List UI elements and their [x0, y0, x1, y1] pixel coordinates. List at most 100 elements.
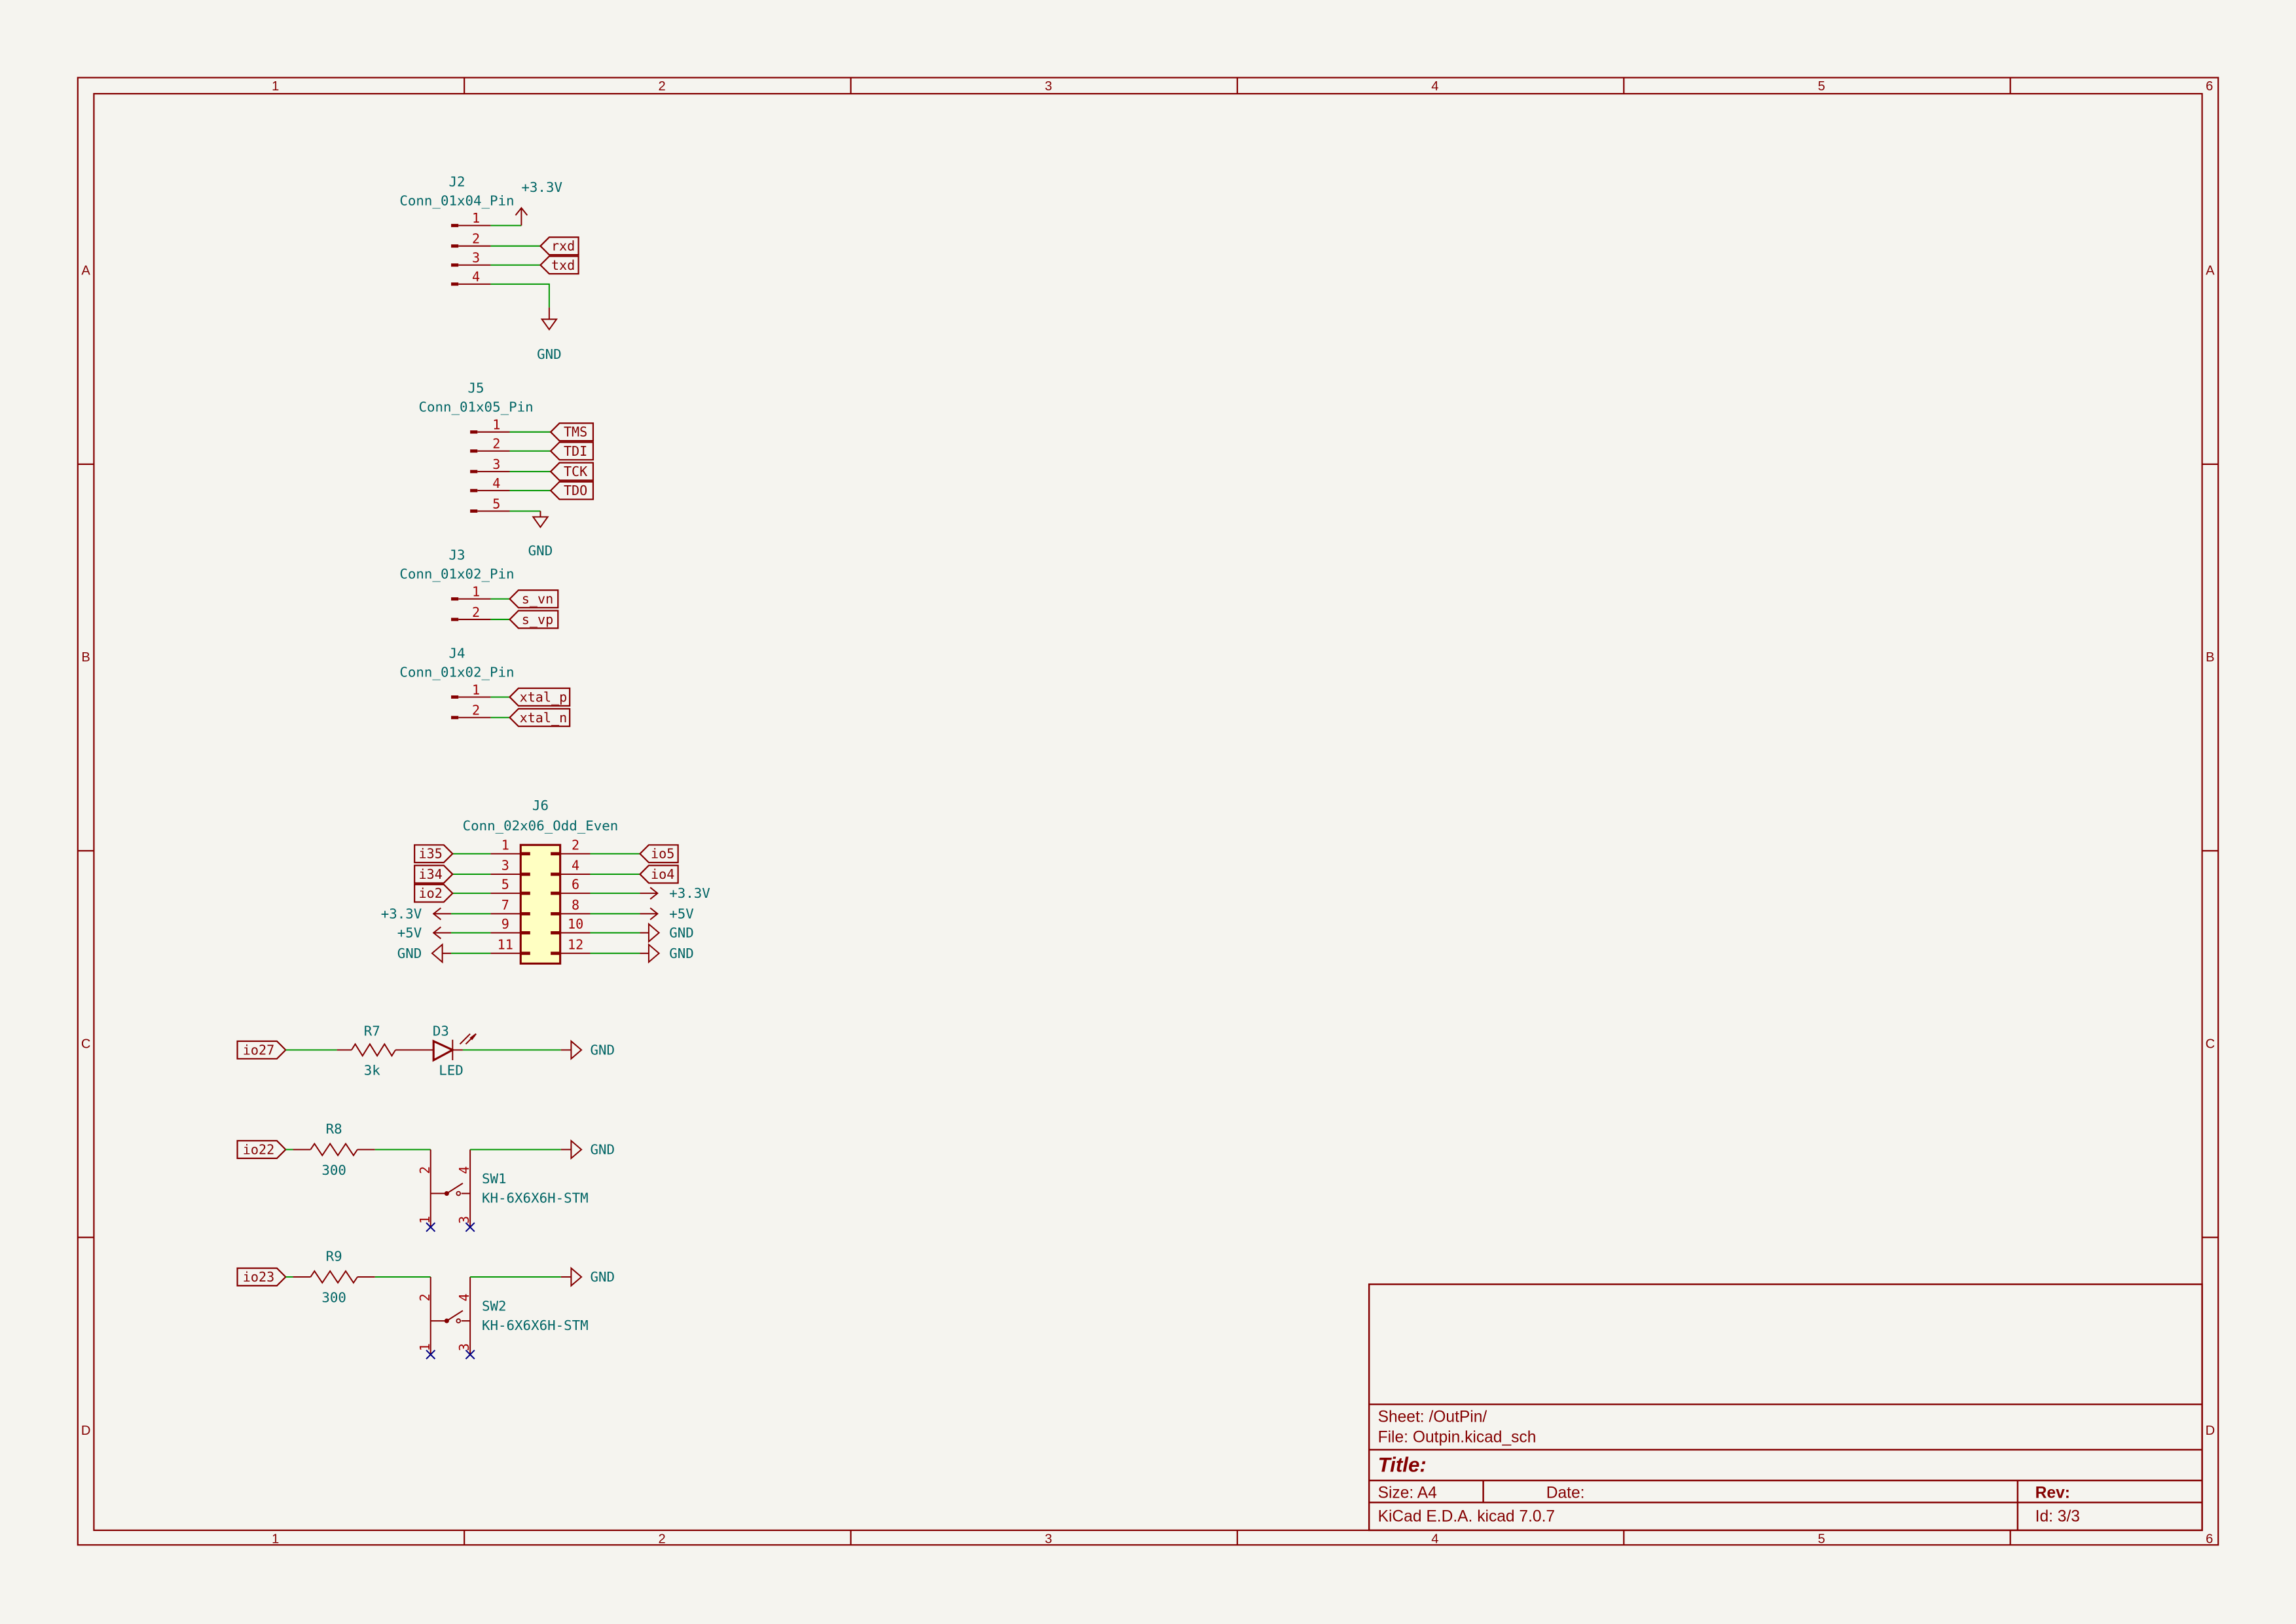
led-light-arrow — [469, 1033, 477, 1041]
row-label: C — [2206, 1037, 2215, 1051]
column-label: 5 — [1818, 79, 1825, 94]
switch-contact — [456, 1318, 462, 1323]
led-icon — [432, 1039, 455, 1062]
pin-number: 3 — [501, 858, 509, 874]
resistor-icon — [351, 1043, 396, 1058]
pin-number: 11 — [498, 936, 513, 952]
resistor-icon — [310, 1270, 358, 1284]
title-block: Sheet: /OutPin/ File: Outpin.kicad_sch T… — [1368, 1283, 2203, 1532]
tool-version: KiCad E.D.A. kicad 7.0.7 — [1378, 1507, 1556, 1525]
global-label — [236, 1139, 287, 1159]
pin-number: 2 — [572, 837, 579, 853]
gnd-symbol-icon — [570, 1039, 583, 1060]
pin-number: 2 — [417, 1166, 433, 1174]
pin-number: 2 — [472, 604, 480, 620]
date-label: Date: — [1546, 1485, 1585, 1502]
value-r8: 300 — [321, 1162, 346, 1178]
global-label-text: i34 — [419, 866, 443, 882]
gnd-label: GND — [590, 1042, 615, 1058]
global-label-text: TMS — [564, 424, 587, 440]
value-sw1: KH-6X6X6H-STM — [482, 1190, 589, 1206]
global-label — [508, 589, 559, 609]
pin-number: 2 — [492, 436, 500, 452]
pin-number: 1 — [501, 837, 509, 853]
ref-sw1: SW1 — [482, 1171, 507, 1187]
pin-number: 2 — [472, 231, 480, 247]
pin-number: 4 — [492, 475, 500, 491]
global-label-text: io27 — [243, 1042, 274, 1058]
gnd-label: GND — [669, 925, 694, 940]
value-r7: 3k — [364, 1063, 381, 1079]
column-label: 3 — [1045, 79, 1052, 94]
gnd-symbol-icon — [647, 943, 661, 964]
global-label-text: txd — [551, 257, 575, 273]
file-name: File: Outpin.kicad_sch — [1378, 1429, 1537, 1447]
gnd-symbol-icon — [647, 922, 661, 944]
gnd-label: GND — [590, 1141, 615, 1157]
value-j3: Conn_01x02_Pin — [399, 566, 514, 582]
sheet-id: Id: 3/3 — [2035, 1507, 2080, 1525]
power-arrow-icon — [432, 907, 442, 921]
pin-number: 3 — [472, 250, 480, 266]
pin-number: 3 — [492, 456, 500, 472]
global-label — [539, 255, 579, 275]
pin-number: 3 — [456, 1216, 472, 1224]
value-sw2: KH-6X6X6H-STM — [482, 1318, 589, 1333]
row-label: B — [81, 650, 90, 665]
global-label-text: TDI — [564, 443, 587, 459]
ref-j2: J2 — [448, 174, 465, 189]
wire — [490, 283, 550, 308]
column-label: 1 — [272, 1532, 279, 1546]
sheet-frame — [77, 77, 2219, 1546]
pin-number: 8 — [572, 897, 579, 913]
global-label-text: rxd — [551, 238, 575, 254]
gnd-label: GND — [397, 946, 422, 961]
led-light-arrow — [459, 1033, 471, 1045]
pin-number: 10 — [568, 916, 583, 932]
pin-number: 1 — [472, 682, 480, 697]
row-label: A — [2206, 264, 2215, 278]
no-connect-icon — [465, 1222, 475, 1232]
no-connect-icon — [465, 1350, 475, 1359]
gnd-symbol-icon — [570, 1266, 583, 1287]
global-label-text: TCK — [564, 464, 588, 479]
switch-actuator-icon — [446, 1183, 464, 1194]
global-label-text: s_vp — [522, 612, 553, 627]
power-arrow-icon — [515, 206, 528, 216]
ref-j5: J5 — [468, 380, 484, 396]
no-connect-icon — [426, 1350, 436, 1359]
global-label — [508, 687, 571, 707]
gnd-symbol-icon — [570, 1139, 583, 1160]
global-label-text: TDO — [564, 483, 587, 498]
power-label: +3.3V — [521, 179, 562, 195]
ref-r7: R7 — [364, 1023, 380, 1039]
switch-contact — [456, 1190, 462, 1196]
column-label: 6 — [2206, 1532, 2213, 1546]
ref-j4: J4 — [448, 645, 465, 661]
global-label — [236, 1267, 287, 1287]
global-label-text: io4 — [651, 866, 674, 882]
pin-number: 4 — [456, 1166, 472, 1174]
ref-j6: J6 — [532, 798, 549, 813]
global-label-text: io5 — [651, 846, 674, 862]
value-r9: 300 — [321, 1289, 346, 1305]
ref-j3: J3 — [448, 547, 465, 563]
power-arrow-icon — [432, 926, 442, 940]
global-label-text: xtal_p — [520, 689, 568, 705]
pin-number: 5 — [492, 496, 500, 511]
pin-number: 2 — [417, 1293, 433, 1301]
global-label — [549, 462, 594, 481]
pin-number: 1 — [417, 1343, 433, 1351]
column-label: 4 — [1431, 79, 1438, 94]
global-label — [638, 864, 679, 884]
rev-label: Rev: — [2035, 1485, 2070, 1502]
ref-r9: R9 — [326, 1249, 342, 1264]
row-label: B — [2206, 650, 2214, 665]
ref-d3: D3 — [433, 1023, 449, 1039]
gnd-symbol-icon — [540, 318, 558, 331]
power-label: +3.3V — [381, 906, 422, 921]
global-label — [508, 610, 559, 629]
global-label — [236, 1040, 287, 1060]
global-label — [508, 708, 571, 728]
